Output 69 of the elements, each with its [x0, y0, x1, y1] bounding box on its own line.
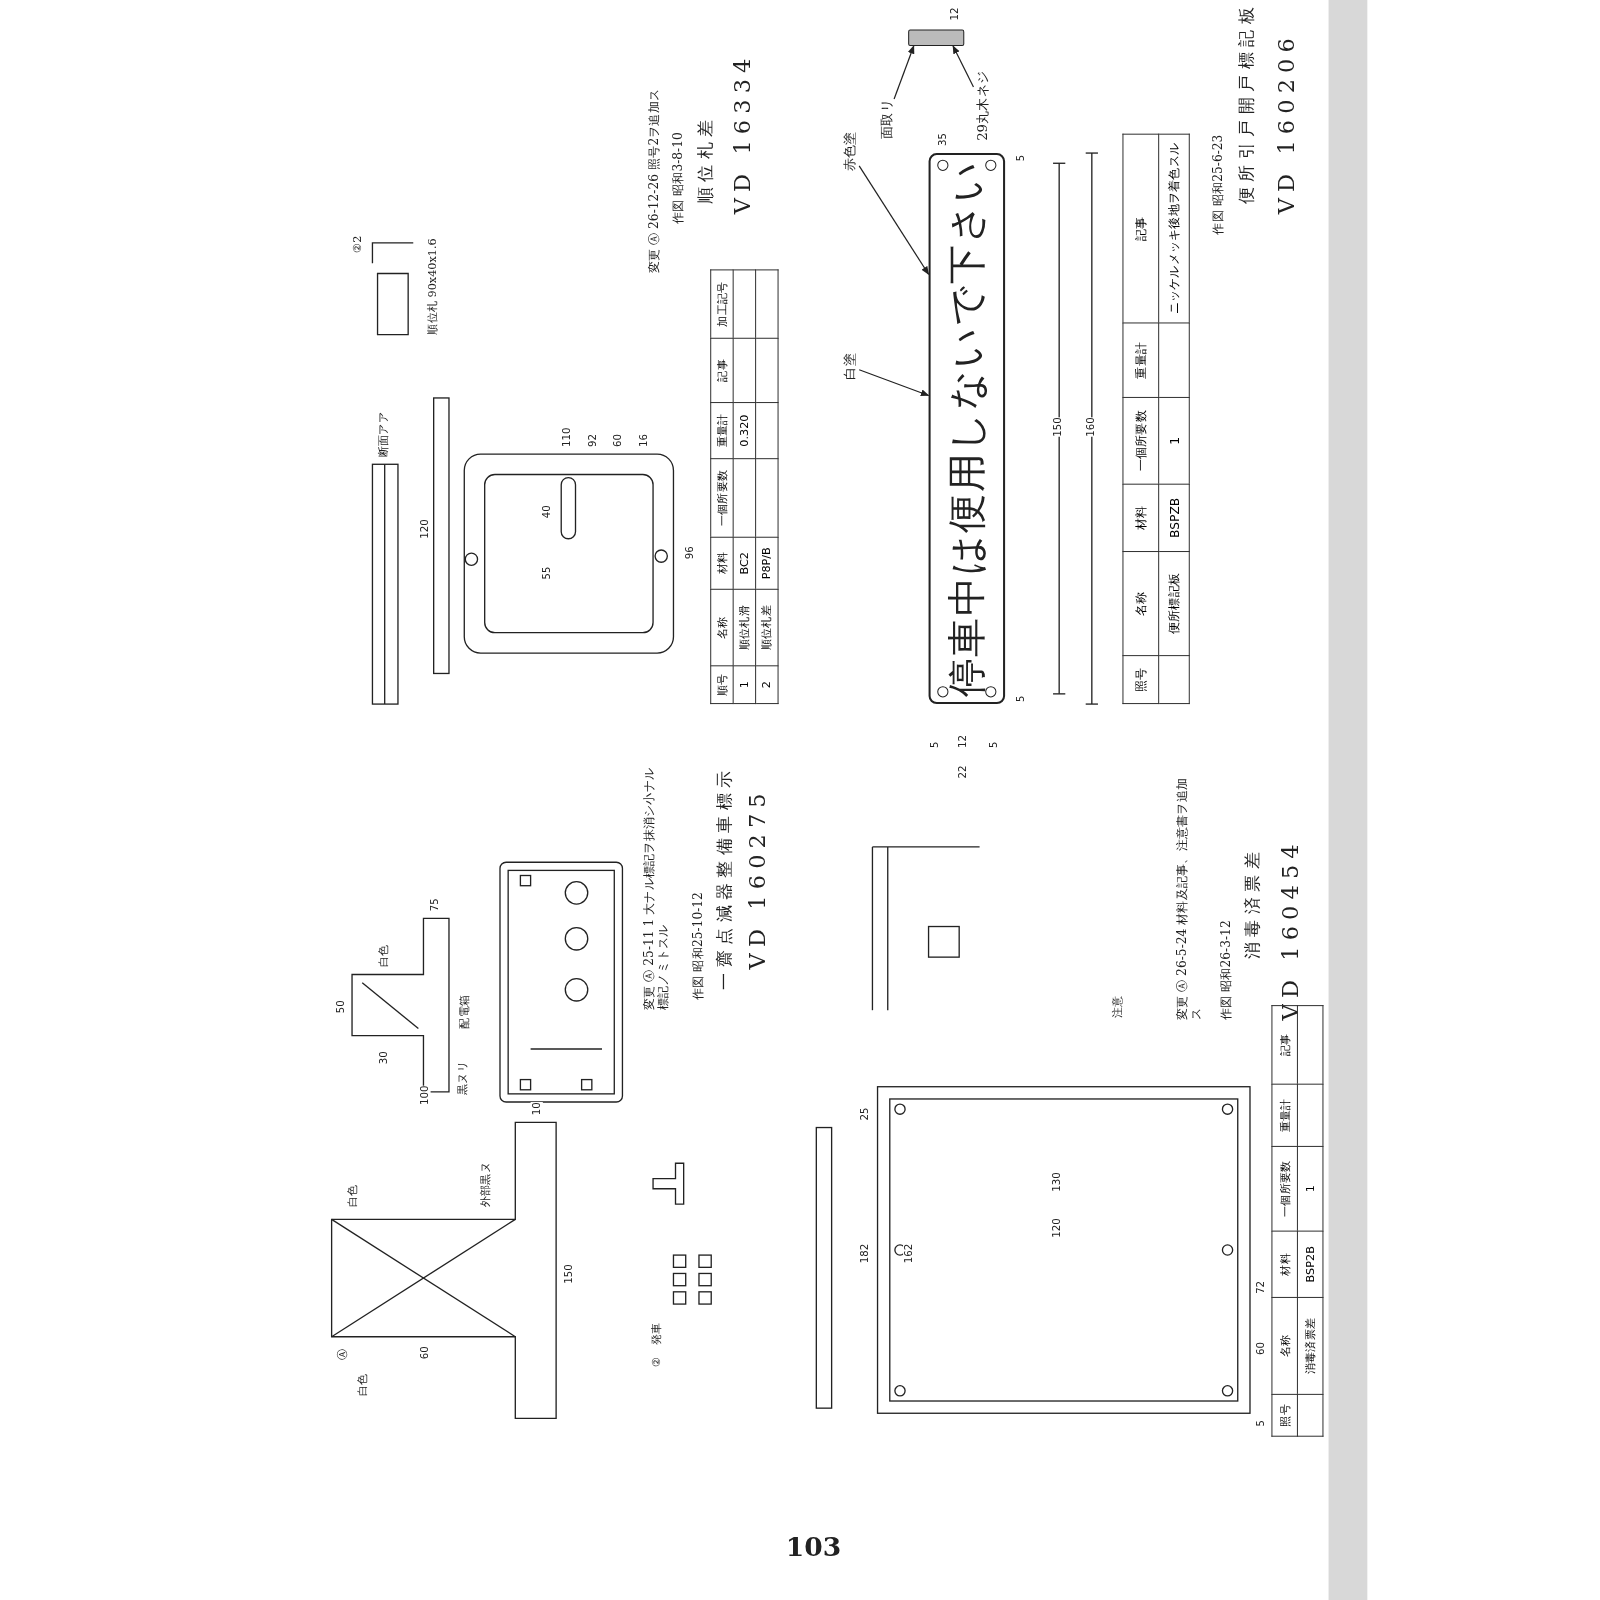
- plate-profile: [908, 29, 965, 46]
- revision-note: 変更 Ⓐ 26-5-24 材料及記事、注意書ヲ追加ス: [1175, 776, 1204, 1021]
- drawing-title: 消毒済票差: [1242, 846, 1263, 960]
- note-text: 断面アア: [377, 412, 391, 458]
- dimension-value: 5: [928, 741, 941, 748]
- drawing-number: VD 160206: [1273, 32, 1300, 215]
- note-text: 順位札 90x40x1.6: [426, 238, 440, 335]
- note-text: 黒ヌリ: [457, 1061, 471, 1095]
- dimension-value: 72: [1255, 1280, 1267, 1294]
- dimension-value: 5: [987, 741, 1000, 748]
- note-text: 白色: [377, 944, 391, 968]
- dimension-value: 60: [1255, 1342, 1267, 1356]
- dimension-value: 110: [561, 427, 573, 447]
- callout-text: 白塗: [840, 353, 860, 380]
- dimension-value: 162: [903, 1243, 915, 1264]
- note-text: ②: [651, 1357, 664, 1368]
- drawing-title: 順位札差: [695, 114, 716, 205]
- callout-text: 面取リ: [877, 99, 896, 139]
- leader-line: [952, 45, 975, 88]
- dimension-value: 25: [859, 1107, 871, 1121]
- leader-line: [858, 165, 930, 275]
- drawing-number: VD 160454: [1277, 838, 1304, 1021]
- dimension-value: 12: [948, 7, 961, 21]
- drawing-date: 作図 昭和25-10-12: [691, 892, 706, 1000]
- dimension-value: 50: [334, 1000, 347, 1014]
- note-text: Ⓐ: [336, 1348, 350, 1361]
- dimension-value: 75: [428, 898, 441, 912]
- drawing-date: 作図 昭和25-6-23: [1212, 134, 1227, 235]
- callout-text: 29丸木ネジ: [973, 70, 992, 141]
- dimension-value: 40: [540, 505, 553, 519]
- drawing-date: 作図 昭和26-3-12: [1219, 920, 1234, 1021]
- dimension-value: 120: [1051, 1218, 1063, 1238]
- dimension-value: 35: [936, 132, 949, 146]
- note-text: 白色: [357, 1373, 371, 1396]
- dimension-value: 12: [957, 734, 969, 748]
- dimension-value: 100: [418, 1085, 431, 1106]
- dimension-value: 160: [1084, 417, 1097, 437]
- drawing-title: 一齋点減器整備車標示: [714, 765, 735, 990]
- drawing-number: VD 160275: [744, 787, 771, 970]
- revision-note: 変更 Ⓐ 26-12-26 照号2ヲ追加ス: [647, 88, 663, 274]
- note-text: 注意: [1112, 995, 1126, 1019]
- page-number: 103: [785, 1532, 842, 1564]
- leader-line: [858, 369, 930, 397]
- dimension-value: 120: [418, 519, 431, 539]
- dimension-value: 96: [683, 546, 696, 560]
- callout-text: 赤色塗: [840, 131, 860, 172]
- dimension-value: 130: [1051, 1172, 1063, 1192]
- drawing-date: 作図 昭和3-8-10: [671, 132, 686, 225]
- dimension-value: 30: [377, 1051, 390, 1065]
- dimension-value: 92: [586, 433, 599, 447]
- dimension-value: 5: [1255, 1420, 1267, 1427]
- dimension-value: 22: [957, 765, 969, 779]
- note-text: ②2: [352, 235, 365, 254]
- dimension-value: 55: [540, 566, 553, 580]
- dimension-value: 16: [637, 433, 650, 447]
- leader-line: [893, 45, 915, 100]
- dimension-value: 60: [418, 1346, 431, 1360]
- drawing-number: VD 16334: [729, 52, 756, 215]
- dimension-value: 10: [530, 1102, 543, 1116]
- drawing-title: 便所引戸開戸標記板: [1236, 2, 1257, 205]
- dimension-value: 150: [1052, 417, 1064, 437]
- note-text: 外部黒ヌ: [479, 1162, 493, 1208]
- dimension-value: 182: [859, 1243, 871, 1264]
- note-text: 白色: [346, 1184, 360, 1208]
- revision-note: 変更 Ⓐ 25-11 1 大ナル標記ヲ抹消シ小ナル標記ノミトスル: [642, 766, 671, 1011]
- note-text: 発車: [651, 1322, 664, 1345]
- note-text: 配電箱: [459, 994, 473, 1029]
- dimension-value: 60: [612, 433, 624, 447]
- dimension-value: 150: [563, 1264, 575, 1284]
